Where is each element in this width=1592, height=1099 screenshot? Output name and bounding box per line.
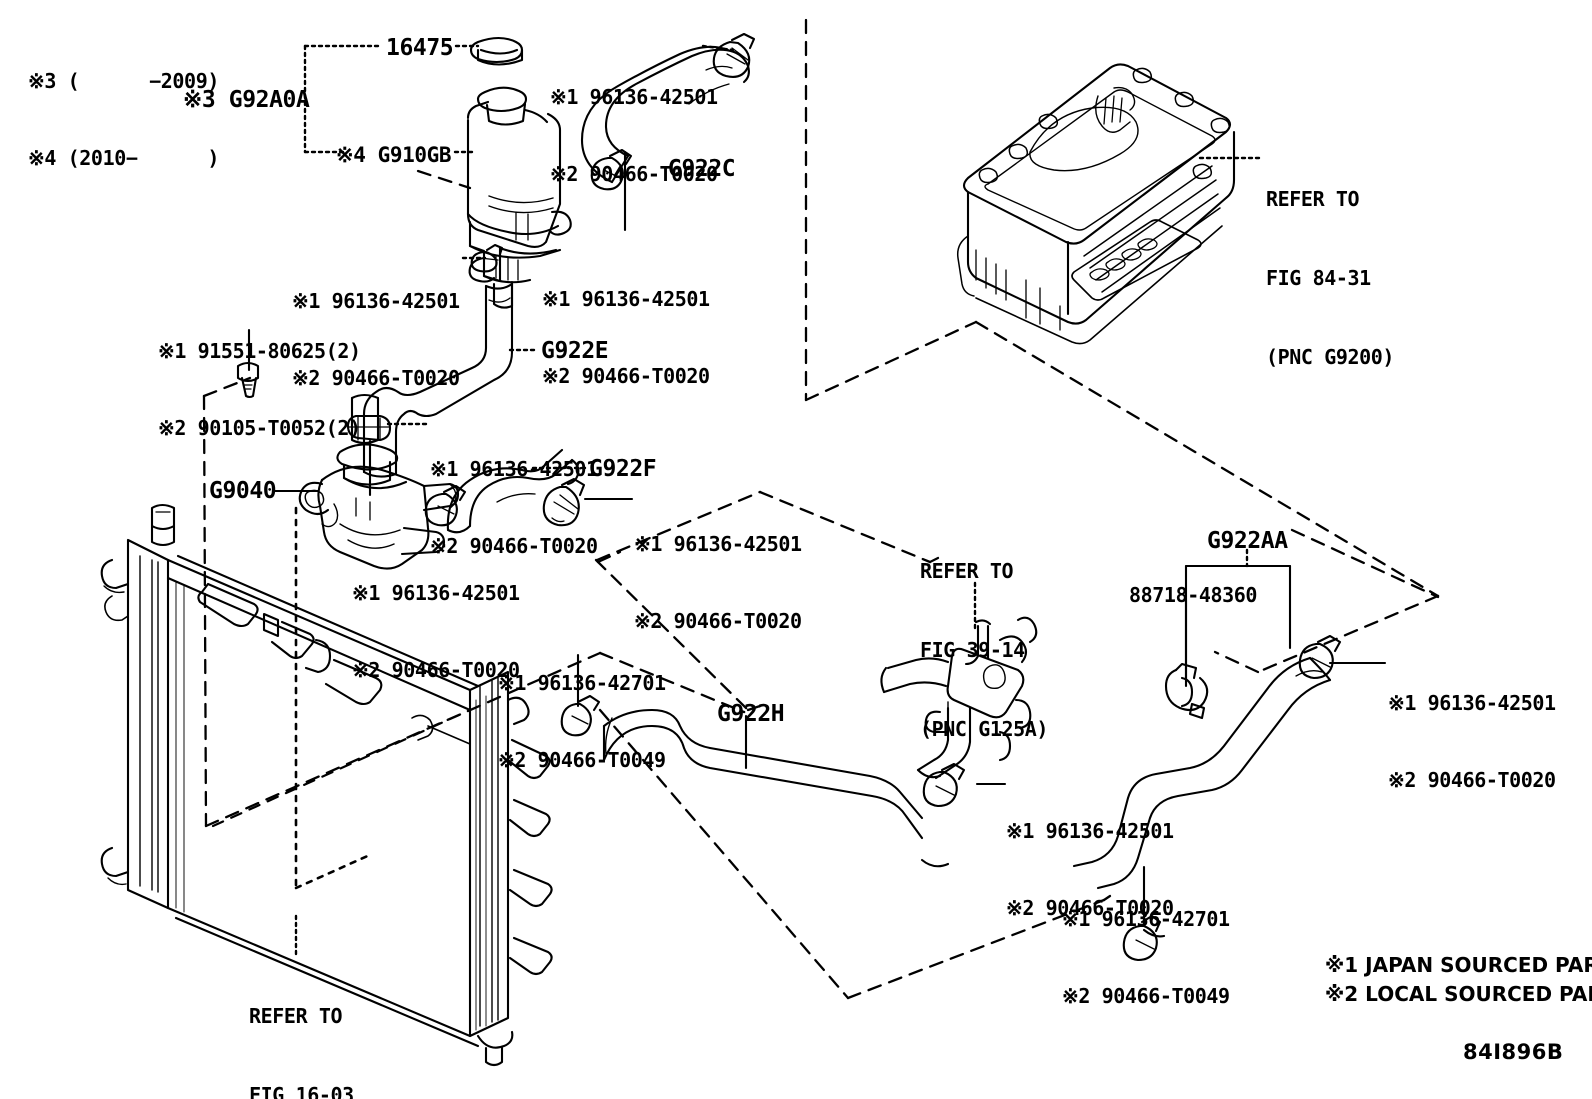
clamp-part-2: ※2 90466-T0020 bbox=[352, 657, 520, 682]
clip-88718 bbox=[1164, 662, 1209, 720]
clamp-part-2: ※2 90466-T0020 bbox=[292, 365, 460, 390]
clamp-part-2: ※2 90466-T0020 bbox=[550, 161, 718, 186]
clamp-part-2: ※2 90466-T0020 bbox=[1006, 895, 1174, 920]
refer-fig-39-14: REFER TO FIG 39-14 (PNC G125A) bbox=[920, 505, 1048, 795]
clamp-label-g922aa-right: ※1 96136-42501 ※2 90466-T0020 bbox=[1388, 640, 1556, 845]
clamp-part-1: ※1 96136-42501 bbox=[430, 457, 598, 482]
clamp-part-1: ※1 96136-42701 bbox=[1062, 907, 1230, 932]
pnc-g922h: G922H bbox=[717, 701, 785, 727]
pnc-reference: (PNC G125A) bbox=[920, 717, 1049, 742]
hose-clamp-g922aa-right bbox=[1298, 634, 1342, 680]
part-number-88718: 88718-48360 bbox=[1129, 583, 1258, 607]
refer-to-text: REFER TO bbox=[1266, 186, 1360, 211]
pnc-g92a0a: ※3 G92A0A bbox=[183, 87, 310, 113]
bolt-label-91551: ※1 91551-80625(2) ※2 90105-T0052(2) bbox=[158, 288, 361, 493]
pnc-g922aa: G922AA bbox=[1207, 528, 1288, 554]
fig-number: FIG 84-31 bbox=[1266, 265, 1371, 290]
clamp-part-2: ※2 90466-T0020 bbox=[1388, 767, 1556, 792]
clamp-label-g922e-lower: ※1 96136-42501 ※2 90466-T0020 bbox=[430, 406, 598, 611]
pnc-g922f: G922F bbox=[589, 456, 657, 482]
refer-to-text: REFER TO bbox=[920, 558, 1014, 583]
refer-fig-84-31: REFER TO FIG 84-31 (PNC G9200) bbox=[1266, 133, 1394, 423]
clamp-part-1: ※1 96136-42701 bbox=[498, 671, 666, 696]
bolt-part-2: ※2 90105-T0052(2) bbox=[158, 415, 361, 440]
clamp-part-2: ※2 90466-T0020 bbox=[634, 608, 802, 633]
bolt-part-1: ※1 91551-80625(2) bbox=[158, 339, 361, 364]
refer-to-text: REFER TO bbox=[249, 1003, 343, 1028]
fig-number: FIG 16-03 bbox=[249, 1082, 354, 1099]
year-notes: ※3 ( −2009) ※4 (2010− ) bbox=[28, 18, 219, 223]
note-4-text: ※4 (2010− ) bbox=[28, 145, 219, 170]
clamp-label-g922h-right: ※1 96136-42501 ※2 90466-T0020 bbox=[1006, 768, 1174, 973]
clamp-part-1: ※1 96136-42501 bbox=[634, 532, 802, 557]
clamp-part-1: ※1 96136-42501 bbox=[1388, 691, 1556, 716]
clamp-part-2: ※2 90466-T0020 bbox=[430, 533, 598, 558]
refer-fig-16-03: REFER TO FIG 16-03 bbox=[249, 950, 354, 1099]
clamp-label-tank-right: ※1 96136-42501 ※2 90466-T0020 bbox=[542, 236, 710, 441]
clamp-part-2: ※2 90466-T0020 bbox=[542, 363, 710, 388]
clamp-part-1: ※1 96136-42501 bbox=[352, 581, 520, 606]
clamp-part-1: ※1 96136-42501 bbox=[542, 287, 710, 312]
clamp-part-1: ※1 96136-42501 bbox=[550, 85, 718, 110]
pnc-g922e: G922E bbox=[541, 338, 609, 364]
clamp-part-2: ※2 90466-T0049 bbox=[1062, 983, 1230, 1008]
fig-number: FIG 39-14 bbox=[920, 637, 1025, 662]
clamp-label-radiator-g922h: ※1 96136-42701 ※2 90466-T0049 bbox=[498, 620, 666, 825]
clamp-label-tank-left: ※1 96136-42501 ※2 90466-T0020 bbox=[292, 238, 460, 443]
clamp-part-1: ※1 96136-42501 bbox=[292, 289, 460, 314]
sourcing-legend: ※1 JAPAN SOURCED PARTS ※2 LOCAL SOURCED … bbox=[1297, 922, 1592, 1038]
clamp-part-2: ※2 90466-T0049 bbox=[498, 747, 666, 772]
hose-clamp-tank-left bbox=[470, 243, 504, 273]
note-3-text: ※3 ( −2009) bbox=[28, 69, 219, 94]
legend-local-sourced: ※2 LOCAL SOURCED PARTS bbox=[1324, 982, 1592, 1006]
pnc-reference: (PNC G9200) bbox=[1266, 345, 1395, 370]
legend-japan-sourced: ※1 JAPAN SOURCED PARTS bbox=[1324, 953, 1592, 977]
clamp-label-pump-lower: ※1 96136-42501 ※2 90466-T0020 bbox=[352, 530, 520, 735]
figure-code: 84I896B bbox=[1463, 1040, 1564, 1064]
pnc-g922c: G922C bbox=[668, 156, 736, 182]
pnc-g910gb: ※4 G910GB bbox=[336, 143, 452, 167]
clamp-label-g922aa-bottom: ※1 96136-42701 ※2 90466-T0049 bbox=[1062, 856, 1230, 1061]
pnc-g9040: G9040 bbox=[209, 478, 277, 504]
clamp-part-1: ※1 96136-42501 bbox=[1006, 819, 1174, 844]
clamp-label-g922c-top: ※1 96136-42501 ※2 90466-T0020 bbox=[550, 34, 718, 239]
part-number-16475: 16475 bbox=[386, 35, 454, 61]
inverter-converter-assembly bbox=[956, 63, 1236, 345]
hose-clamp-g922c bbox=[712, 32, 756, 78]
clamp-label-g922f-right: ※1 96136-42501 ※2 90466-T0020 bbox=[634, 481, 802, 686]
